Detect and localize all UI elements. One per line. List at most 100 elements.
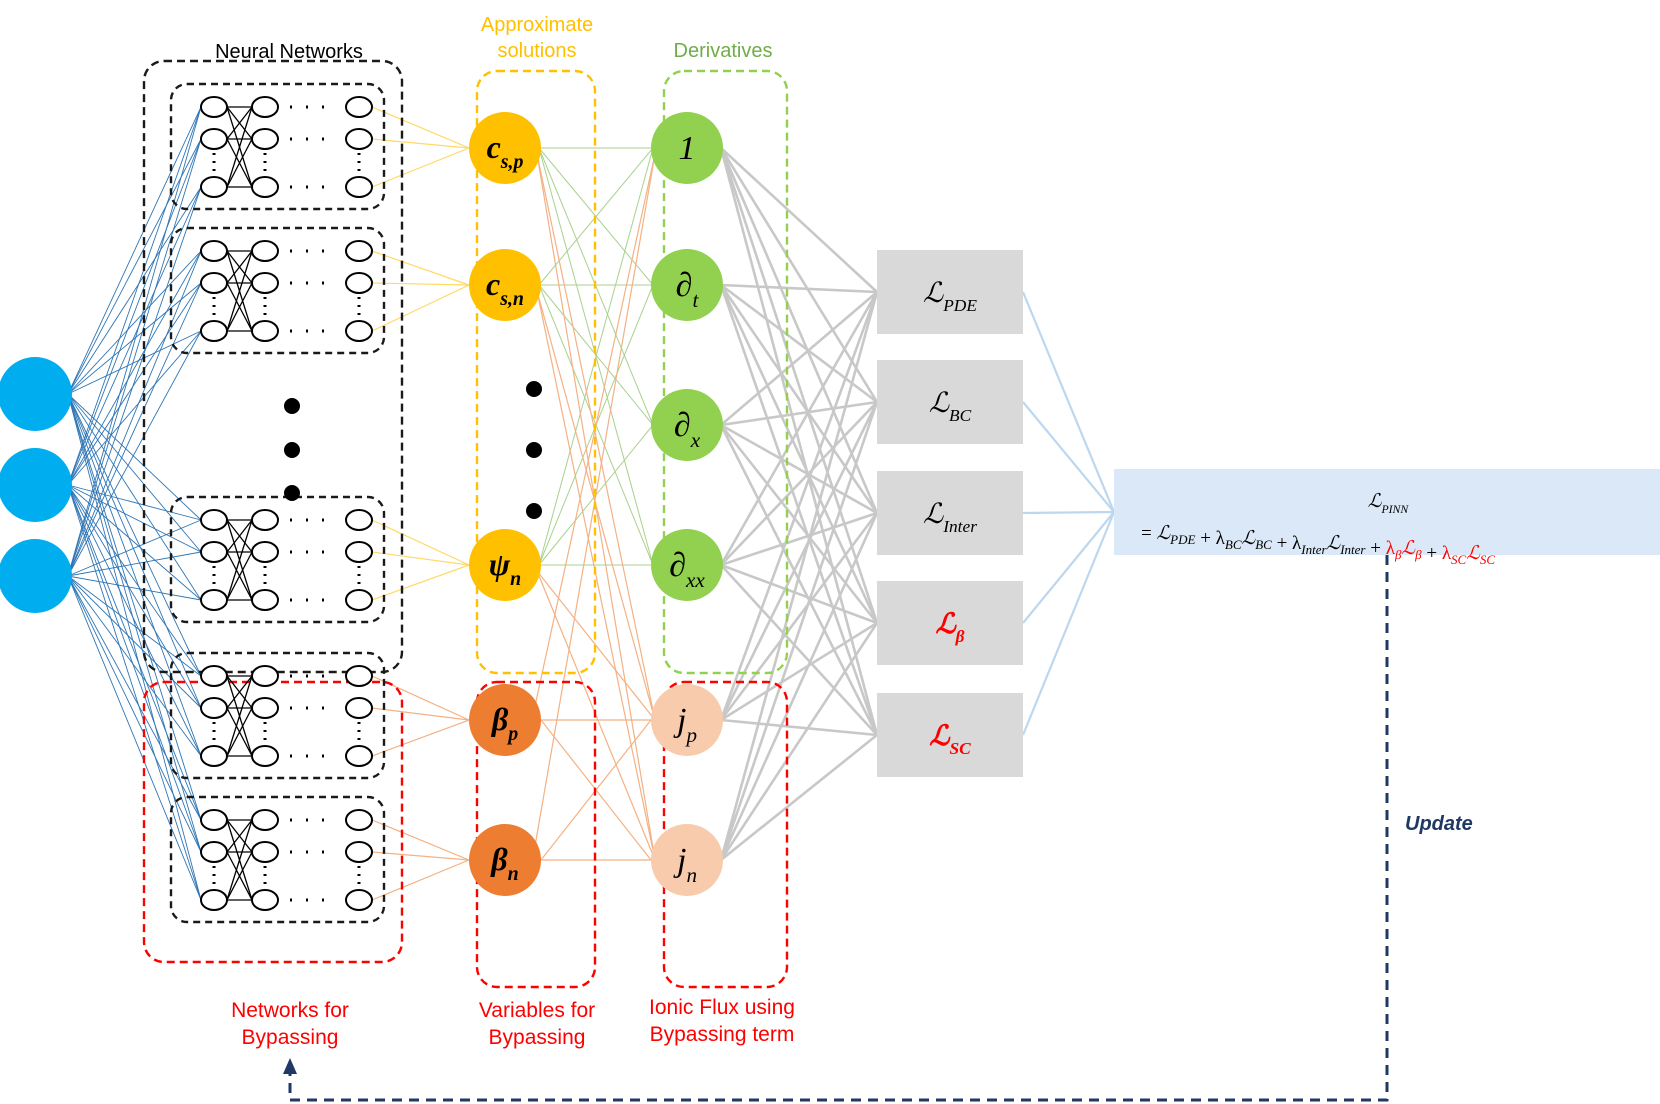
coefficient-sub: BC <box>1225 537 1242 552</box>
neuron <box>345 96 373 118</box>
neuron <box>345 240 373 262</box>
neuron <box>200 320 228 342</box>
variables-bypassing-caption: Variables for <box>479 999 595 1022</box>
derivative-label: ∂xx <box>669 547 705 592</box>
input-to-network-line <box>67 575 202 601</box>
derivative-label-base: ∂ <box>674 407 691 444</box>
derivative-to-loss-line <box>719 622 879 861</box>
input-to-network-line <box>67 575 202 709</box>
network-block <box>169 651 386 780</box>
solution-label-sub: s,p <box>500 151 524 173</box>
network-link <box>226 551 253 601</box>
input-to-network-line <box>67 393 202 853</box>
neuron <box>200 240 228 262</box>
derivative-to-loss-line <box>719 291 879 721</box>
input-to-network-line <box>67 575 202 757</box>
neuron <box>345 809 373 831</box>
loss-term-sub: SC <box>1480 552 1496 567</box>
ellipsis-dot <box>284 485 300 501</box>
flux-label: jn <box>673 842 697 887</box>
neuron <box>251 841 279 863</box>
neuron <box>251 176 279 198</box>
update-arrow-path <box>288 555 1389 1102</box>
derivative-to-loss-line <box>719 401 879 721</box>
derivative-label-base: ∂ <box>669 547 686 584</box>
equals-sign: = <box>1141 523 1156 544</box>
input-to-network-line <box>67 106 202 577</box>
loss-to-total-line <box>1022 401 1115 513</box>
solution-to-flux-line <box>536 290 656 861</box>
derivative-to-loss-line <box>719 424 879 624</box>
input-to-network-line <box>67 250 202 395</box>
loss-box <box>877 581 1023 665</box>
derivative-to-loss-line <box>719 147 879 403</box>
derivative-label-sub: x <box>690 428 701 452</box>
loss-box <box>877 250 1023 334</box>
input-to-network-line <box>67 282 202 577</box>
bypass-variable-label: βp <box>491 701 518 745</box>
derivative-to-loss-line <box>719 291 879 861</box>
total-loss-lhs-base: ℒ <box>1368 491 1383 512</box>
loss-label-base: ℒ <box>935 609 957 640</box>
coefficient: λ <box>1386 538 1396 559</box>
loss-label-sub: SC <box>949 739 971 758</box>
network-to-output-line <box>371 851 470 861</box>
neural-networks-title: Neural Networks <box>215 41 363 63</box>
input-to-network-line <box>67 330 202 486</box>
networks-bypassing-caption: Bypassing <box>242 1026 339 1049</box>
network-to-output-line <box>371 859 470 901</box>
neuron <box>251 96 279 118</box>
bypass-variable-label-base: β <box>491 701 509 737</box>
input-node-r <box>0 539 72 613</box>
neuron <box>345 665 373 687</box>
input-to-network-line <box>67 484 202 521</box>
approx-solutions-frame <box>475 69 597 675</box>
coefficient: λ <box>1442 543 1452 564</box>
derivative-label-base: 1 <box>679 130 696 167</box>
neuron <box>345 889 373 911</box>
neuron <box>345 176 373 198</box>
derivatives-title: Derivatives <box>674 40 773 62</box>
neuron <box>251 665 279 687</box>
neuron <box>200 697 228 719</box>
loss-to-total-line <box>1021 511 1116 736</box>
loss-term: ℒ <box>1156 523 1171 544</box>
derivative-to-loss-line <box>719 284 879 514</box>
ellipsis-dot <box>526 442 542 458</box>
loss-term-sub: β <box>1414 547 1422 562</box>
bypass-variable-label-sub: n <box>508 863 519 885</box>
input-to-network-line <box>67 106 202 395</box>
input-to-network-line <box>67 393 202 901</box>
loss-label-base: ℒ <box>923 499 944 530</box>
input-to-network-line <box>67 575 202 821</box>
network-to-output-line <box>371 250 470 286</box>
input-to-network-line <box>67 551 202 577</box>
neuron <box>345 509 373 531</box>
flux-label-sub: p <box>684 723 697 747</box>
derivative-to-loss-line <box>720 147 878 293</box>
group-frames <box>142 59 789 989</box>
loss-box <box>877 360 1023 444</box>
loss-term: ℒ <box>1401 538 1416 559</box>
derivative-node <box>651 529 723 601</box>
neuron <box>345 589 373 611</box>
solution-label-sub: n <box>510 568 521 590</box>
neuron <box>251 320 279 342</box>
loss-term-sub: Inter <box>1339 542 1366 557</box>
input-to-network-line <box>67 106 202 486</box>
input-to-network-line <box>67 282 202 395</box>
derivative-to-loss-line <box>719 147 879 624</box>
neuron <box>345 841 373 863</box>
network-to-output-line <box>371 707 470 721</box>
input-to-network-line <box>67 519 202 577</box>
loss-label-sub: BC <box>949 406 972 425</box>
input-to-network-line <box>67 484 202 677</box>
coefficient-sub: SC <box>1451 552 1467 567</box>
approx-solutions-title: solutions <box>498 40 577 62</box>
network-link <box>226 519 253 553</box>
network-to-output-line <box>371 106 470 149</box>
neuron <box>200 541 228 563</box>
loss-box <box>877 693 1023 777</box>
